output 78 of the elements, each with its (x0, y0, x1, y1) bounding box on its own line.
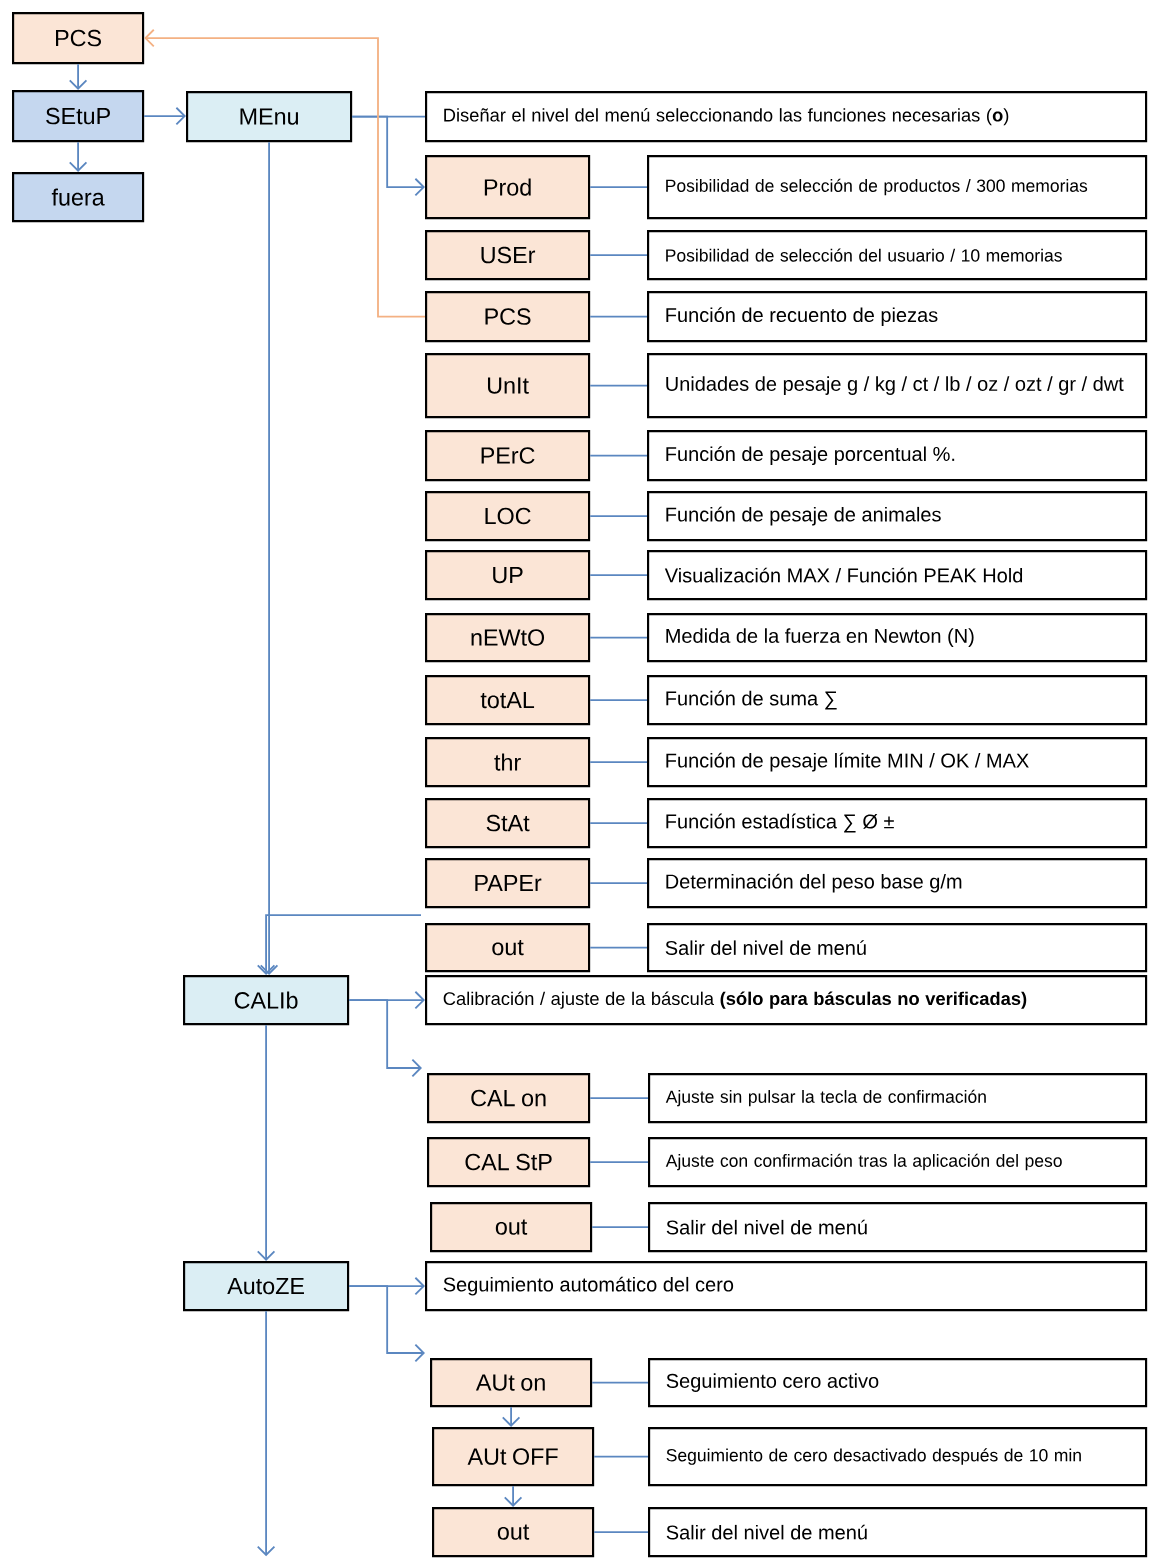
connector-line (589, 315, 648, 318)
connector-line (589, 946, 648, 949)
description-box: Seguimiento automático del cero (425, 1261, 1148, 1312)
description-box: Función de pesaje porcentual %. (647, 430, 1148, 482)
description-box: Ajuste con confirmación tras la aplicación del peso (648, 1137, 1148, 1188)
connector-line (589, 574, 648, 576)
connector-line (589, 186, 648, 188)
state-box: Prod (425, 155, 591, 220)
description-box: Función de suma ∑ (647, 675, 1148, 726)
state-box: StAt (425, 798, 591, 849)
state-box: PErC (425, 430, 591, 482)
state-box: thr (425, 737, 591, 788)
state-box: out (432, 1507, 595, 1558)
state-box: PCS (425, 291, 591, 343)
arrow (144, 28, 426, 318)
arrow (256, 1024, 276, 1261)
description-box: Salir del nivel de menú (648, 1202, 1148, 1253)
connector-line (589, 254, 648, 256)
arrow (256, 1310, 276, 1557)
connector-line (589, 515, 648, 517)
connector-line (593, 1531, 649, 1533)
description-box: Seguimiento de cero desactivado después de 10 min (648, 1427, 1148, 1487)
state-box: AUt OFF (432, 1427, 595, 1487)
connector-line (589, 636, 648, 639)
description-box: Medida de la fuerza en Newton (N) (647, 613, 1148, 663)
description-box: Calibración / ajuste de la báscula (sólo para básculas no verificadas) (425, 975, 1148, 1026)
description-box: Determinación del peso base g/m (647, 858, 1148, 909)
connector-line (589, 454, 648, 457)
connector-line (589, 822, 648, 824)
description-box: Ajuste sin pulsar la tecla de confirmación (648, 1073, 1148, 1124)
arrow (68, 141, 88, 172)
state-box: nEWtO (425, 613, 591, 663)
state-box: USEr (425, 230, 591, 281)
description-box: Posibilidad de selección del usuario / 10 memorias (647, 230, 1148, 281)
menu-box: SEtuP (12, 90, 145, 143)
state-box: CAL StP (427, 1137, 591, 1188)
connector-line (589, 1097, 649, 1099)
description-box: Posibilidad de selección de productos / 300 memorias (647, 155, 1148, 220)
description-box: Función de pesaje límite MIN / OK / MAX (647, 737, 1148, 788)
arrow (348, 1285, 425, 1363)
menu-box: MEnu (186, 91, 353, 143)
description-box: Seguimiento cero activo (648, 1358, 1148, 1408)
arrow (68, 63, 88, 90)
connector-line (589, 1161, 649, 1163)
connector-line (589, 761, 648, 763)
menu-box: AutoZE (183, 1261, 350, 1312)
connector-line (591, 1226, 649, 1228)
description-box: Función estadística ∑ Ø ± (647, 798, 1148, 849)
menu-box: CALIb (183, 975, 350, 1026)
connector-line (589, 699, 648, 701)
description-box: Visualización MAX / Función PEAK Hold (647, 550, 1148, 601)
connector-line (593, 1455, 649, 1458)
connector-line (589, 384, 648, 387)
description-box: Función de recuento de piezas (647, 291, 1148, 343)
state-box: UP (425, 550, 591, 601)
arrow (259, 141, 279, 975)
arrow (143, 106, 186, 126)
description-box: Unidades de pesaje g / kg / ct / lb / oz / ozt / gr / dwt (647, 353, 1148, 419)
state-box: out (425, 923, 591, 973)
description-box: Salir del nivel de menú (647, 923, 1148, 973)
description-box: Salir del nivel de menú (648, 1507, 1148, 1558)
arrow (503, 1485, 523, 1507)
connector-line (589, 882, 648, 884)
description-box: Función de pesaje de animales (647, 491, 1148, 542)
state-box: totAL (425, 675, 591, 726)
connector-line (591, 1381, 649, 1384)
state-box: UnIt (425, 353, 591, 419)
menu-box: fuera (12, 172, 145, 223)
state-box: LOC (425, 491, 591, 542)
state-box: PCS (12, 12, 145, 65)
state-box: PAPEr (425, 858, 591, 909)
state-box: out (430, 1202, 593, 1253)
arrow (501, 1406, 521, 1427)
description-box: Diseñar el nivel del menú seleccionando las funciones necesarias (o) (425, 91, 1148, 143)
state-box: AUt on (430, 1358, 593, 1408)
state-box: CAL on (427, 1073, 591, 1124)
arrow (348, 999, 422, 1078)
arrow (351, 115, 425, 197)
